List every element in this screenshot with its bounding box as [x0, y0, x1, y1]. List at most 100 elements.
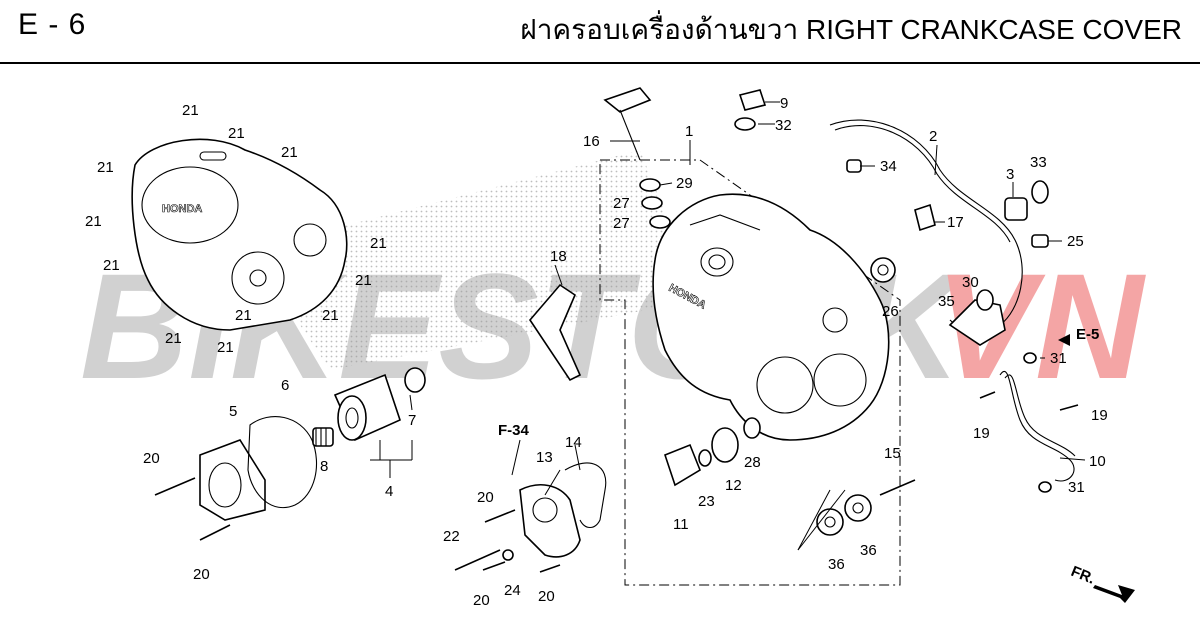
- o-ring-32: [734, 117, 756, 131]
- washer-23: [698, 449, 712, 467]
- o-ring-29: [639, 178, 661, 192]
- callout: 12: [725, 477, 742, 494]
- callout: 28: [744, 454, 761, 471]
- callout: 21: [182, 102, 199, 119]
- callout: 5: [229, 403, 237, 420]
- callout: 3: [1006, 166, 1014, 183]
- callout: 14: [565, 434, 582, 451]
- callout: 23: [698, 493, 715, 510]
- ref-f34: F-34: [498, 422, 530, 439]
- callout: 2: [929, 128, 937, 145]
- spring-17: [914, 203, 936, 232]
- callout: 19: [973, 425, 990, 442]
- callout: 21: [370, 235, 387, 252]
- oil-filter: [333, 373, 401, 442]
- filter-spring: [312, 427, 334, 447]
- callout: 21: [235, 307, 252, 324]
- callout: 8: [320, 458, 328, 475]
- seal-28: [743, 417, 761, 439]
- callout: 29: [676, 175, 693, 192]
- callout: 33: [1030, 154, 1047, 171]
- callout: 21: [97, 159, 114, 176]
- callout: 19: [1091, 407, 1108, 424]
- o-ring-31b: [1038, 481, 1052, 493]
- bearings-36: [816, 494, 872, 536]
- o-ring-35: [976, 289, 994, 311]
- leader-lines: [370, 101, 1086, 551]
- fr-label: FR.: [1069, 563, 1098, 588]
- o-ring-33: [1031, 180, 1049, 204]
- callout: 31: [1050, 350, 1067, 367]
- callout: 13: [536, 449, 553, 466]
- callout: 20: [143, 450, 160, 467]
- callout: 31: [1068, 479, 1085, 496]
- shading-region: [250, 150, 700, 370]
- callout: 32: [775, 117, 792, 134]
- oil-filter-cover: [199, 439, 266, 521]
- callout: 21: [355, 272, 372, 289]
- callout: 7: [408, 412, 416, 429]
- page-title: ฝาครอบเครื่องด้านขวา RIGHT CRANKCASE COV…: [520, 14, 1182, 45]
- outer-clutch-cover: HONDA: [131, 138, 348, 331]
- filler-cap-9: [738, 89, 767, 111]
- callout: 6: [281, 377, 289, 394]
- callout: 20: [473, 592, 490, 609]
- callout: 17: [947, 214, 964, 231]
- o-ring-31a: [1023, 352, 1037, 364]
- callout: 20: [477, 489, 494, 506]
- callout: 27: [613, 195, 630, 212]
- o-ring-27a: [641, 196, 663, 210]
- pipe-joint-30: [948, 299, 1006, 346]
- callout: 35: [938, 293, 955, 310]
- page-header: E - 6 ฝาครอบเครื่องด้านขวา RIGHT CRANKCA…: [0, 0, 1200, 62]
- assembly-outline: [599, 159, 901, 586]
- callout: 9: [780, 95, 788, 112]
- ref-e5: E-5: [1076, 326, 1099, 343]
- callout: 21: [103, 257, 120, 274]
- callout: 24: [504, 582, 521, 599]
- callout: 11: [673, 516, 689, 533]
- callout: 21: [85, 213, 102, 230]
- callout: 30: [962, 274, 979, 291]
- section-code: E - 6: [18, 8, 87, 41]
- callout: 4: [385, 483, 393, 500]
- dowel-25: [1031, 234, 1049, 248]
- dowel-34: [846, 159, 862, 173]
- callout: 1: [685, 123, 693, 140]
- callout: 21: [228, 125, 245, 142]
- oil-pipe-10: [999, 371, 1075, 482]
- callout: 21: [281, 144, 298, 161]
- callout: 10: [1089, 453, 1106, 470]
- callout: 36: [860, 542, 877, 559]
- callout: 21: [165, 330, 182, 347]
- callout: 27: [613, 215, 630, 232]
- o-ring-27b: [649, 215, 671, 229]
- callout: 15: [884, 445, 901, 462]
- callout: 36: [828, 556, 845, 573]
- callout: 34: [880, 158, 897, 175]
- callout: 20: [538, 588, 555, 605]
- bolts: [154, 391, 1079, 573]
- callout: 26: [882, 303, 899, 320]
- callout: 25: [1067, 233, 1084, 250]
- callout: 21: [217, 339, 234, 356]
- front-direction-arrow: FR.: [1069, 563, 1135, 603]
- water-pump-cover: [519, 462, 607, 558]
- callout: 21: [322, 307, 339, 324]
- callout: 20: [193, 566, 210, 583]
- filter-cover-gasket: [247, 416, 318, 509]
- seal-12: [711, 427, 739, 463]
- breather-stay-16: [603, 87, 652, 113]
- header-rule: [0, 62, 1200, 64]
- collar-3: [1004, 197, 1028, 221]
- brand-mark-left: HONDA: [162, 203, 202, 215]
- bracket-18: [528, 283, 582, 382]
- callout: 16: [583, 133, 600, 150]
- impeller: [664, 443, 701, 487]
- callout: 22: [443, 528, 460, 545]
- right-crankcase-cover: HONDA: [652, 193, 890, 441]
- o-ring-7: [404, 367, 426, 393]
- callout: 18: [550, 248, 567, 265]
- bearing-26: [870, 257, 896, 283]
